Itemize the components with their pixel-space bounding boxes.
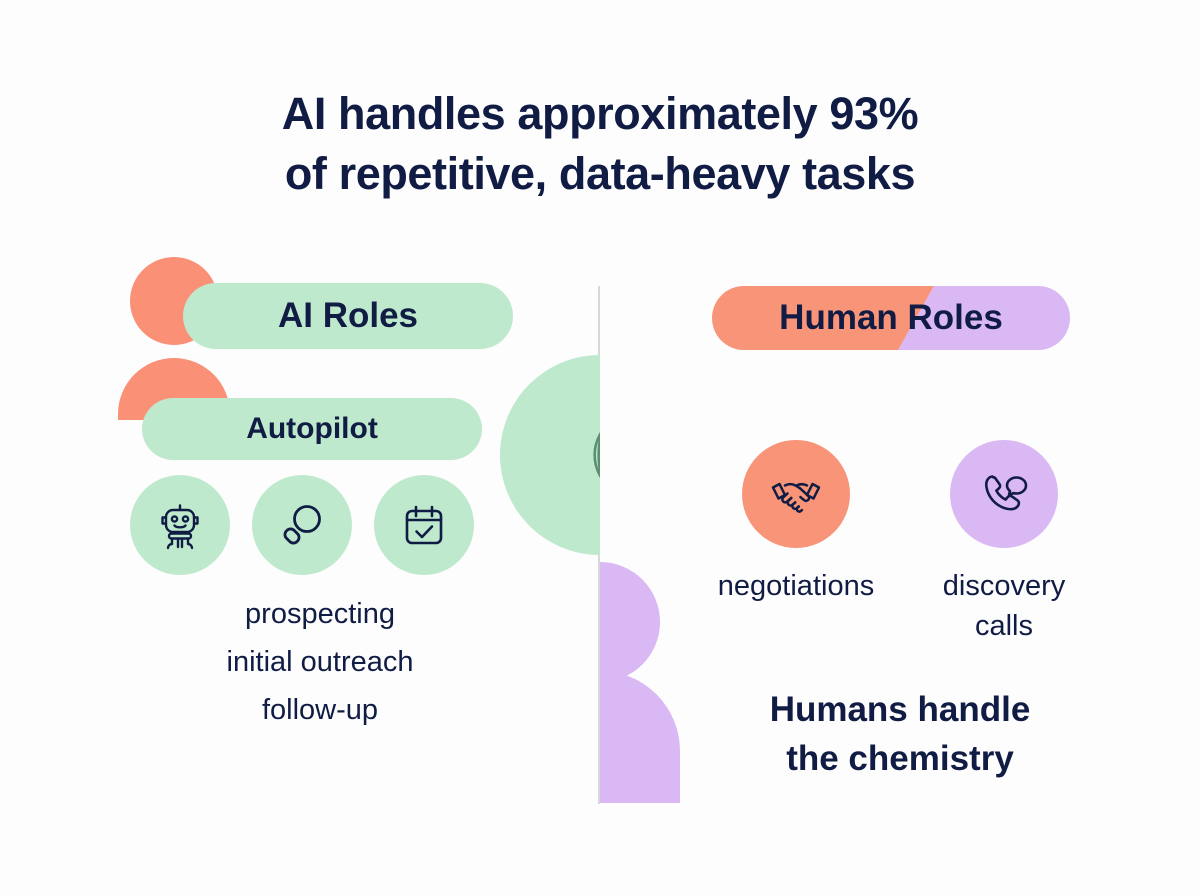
signal-ripple-icon bbox=[500, 355, 600, 555]
human-roles-pill-left-segment bbox=[712, 286, 934, 350]
magnifier-icon bbox=[252, 475, 352, 575]
page-title-line-2: of repetitive, data-heavy tasks bbox=[284, 147, 916, 199]
page-title: AI handles approximately 93% of repetiti… bbox=[0, 84, 1200, 204]
ai-task-item: follow-up bbox=[261, 694, 379, 727]
phone-chat-icon bbox=[950, 440, 1058, 548]
person-silhouette-body bbox=[600, 671, 680, 803]
human-role-discovery-calls: discovery calls bbox=[920, 440, 1088, 646]
closing-statement: Humans handle the chemistry bbox=[680, 685, 1120, 783]
closing-statement-line-1: Humans handle bbox=[769, 690, 1031, 729]
ai-task-item: prospecting bbox=[245, 598, 395, 630]
ai-roles-header-label: AI Roles bbox=[277, 296, 419, 335]
human-roles-header-pill: Human Roles bbox=[712, 286, 1070, 350]
human-roles-header-label: Human Roles bbox=[779, 298, 1003, 337]
robot-icon bbox=[130, 475, 230, 575]
ai-roles-header-pill: AI Roles bbox=[183, 283, 513, 349]
human-role-discovery-calls-caption: discovery calls bbox=[942, 570, 1066, 643]
human-icon-row: negotiations discovery calls bbox=[680, 440, 1120, 646]
ai-icon-row bbox=[130, 475, 510, 575]
closing-statement-line-2: the chemistry bbox=[786, 739, 1014, 778]
person-silhouette-head bbox=[600, 562, 660, 682]
calendar-check-icon bbox=[374, 475, 474, 575]
handshake-icon bbox=[742, 440, 850, 548]
human-role-negotiations: negotiations bbox=[712, 440, 880, 646]
autopilot-label: Autopilot bbox=[246, 412, 378, 445]
autopilot-pill: Autopilot bbox=[142, 398, 482, 460]
ai-task-item: initial outreach bbox=[226, 646, 414, 679]
page-title-line-1: AI handles approximately 93% bbox=[281, 88, 919, 139]
ai-task-list: prospecting initial outreach follow-up bbox=[110, 590, 530, 734]
human-role-negotiations-caption: negotiations bbox=[717, 570, 875, 602]
